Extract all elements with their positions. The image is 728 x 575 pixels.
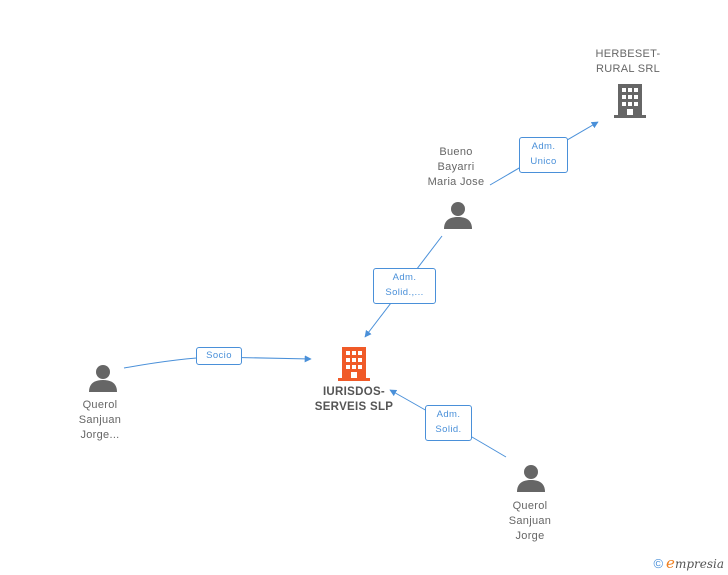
- edge-adm-solid-dots-line2: Solid.,...: [385, 287, 424, 298]
- edge-adm-unico-line2: Unico: [530, 156, 557, 167]
- node-querol-left-label[interactable]: Querol Sanjuan Jorge...: [60, 398, 140, 443]
- person-icon[interactable]: [443, 200, 473, 230]
- node-herbeset-label[interactable]: HERBESET- RURAL SRL: [586, 47, 670, 77]
- person-icon[interactable]: [516, 463, 546, 493]
- node-bueno-label[interactable]: Bueno Bayarri Maria Jose: [414, 145, 498, 190]
- edge-adm-unico-line1: Adm.: [531, 141, 556, 152]
- node-querol-bottom-line2: Sanjuan: [508, 515, 552, 527]
- edge-label-socio[interactable]: Socio: [196, 347, 242, 365]
- node-querol-left-line2: Sanjuan: [78, 414, 122, 426]
- edge-adm-solid-line1: Adm.: [436, 409, 461, 420]
- brand-rest: mpresia: [674, 557, 724, 571]
- node-querol-bottom-line3: Jorge: [515, 530, 545, 542]
- edge-adm-solid-line2: Solid.: [435, 424, 462, 435]
- node-iurisdos-label[interactable]: IURISDOS- SERVEIS SLP: [304, 385, 404, 415]
- node-herbeset-line2: RURAL SRL: [595, 63, 661, 75]
- empresia-logo[interactable]: © empresia: [653, 554, 724, 572]
- edge-socio-line1: Socio: [206, 350, 232, 361]
- brand-initial: e: [666, 554, 675, 572]
- edge-adm-solid-dots-line1: Adm.: [392, 272, 417, 283]
- node-querol-left-line1: Querol: [82, 399, 118, 411]
- building-icon-main[interactable]: [338, 347, 370, 381]
- edge-label-adm-solid-dots[interactable]: Adm. Solid.,...: [373, 268, 436, 304]
- node-querol-left-line3: Jorge...: [80, 429, 120, 441]
- edge-label-adm-unico[interactable]: Adm. Unico: [519, 137, 568, 173]
- node-herbeset-line1: HERBESET-: [595, 48, 661, 60]
- copyright-icon: ©: [653, 555, 664, 571]
- node-bueno-line1: Bueno: [439, 146, 473, 158]
- node-querol-bottom-label[interactable]: Querol Sanjuan Jorge: [490, 499, 570, 544]
- node-iurisdos-line1: IURISDOS-: [322, 386, 386, 398]
- person-icon[interactable]: [88, 363, 118, 393]
- brand-name: empresia: [666, 554, 724, 572]
- node-bueno-line3: Maria Jose: [427, 176, 485, 188]
- node-iurisdos-line2: SERVEIS SLP: [314, 401, 394, 413]
- node-querol-bottom-line1: Querol: [512, 500, 548, 512]
- edge-label-adm-solid[interactable]: Adm. Solid.: [425, 405, 472, 441]
- building-icon[interactable]: [614, 84, 646, 118]
- node-bueno-line2: Bayarri: [437, 161, 475, 173]
